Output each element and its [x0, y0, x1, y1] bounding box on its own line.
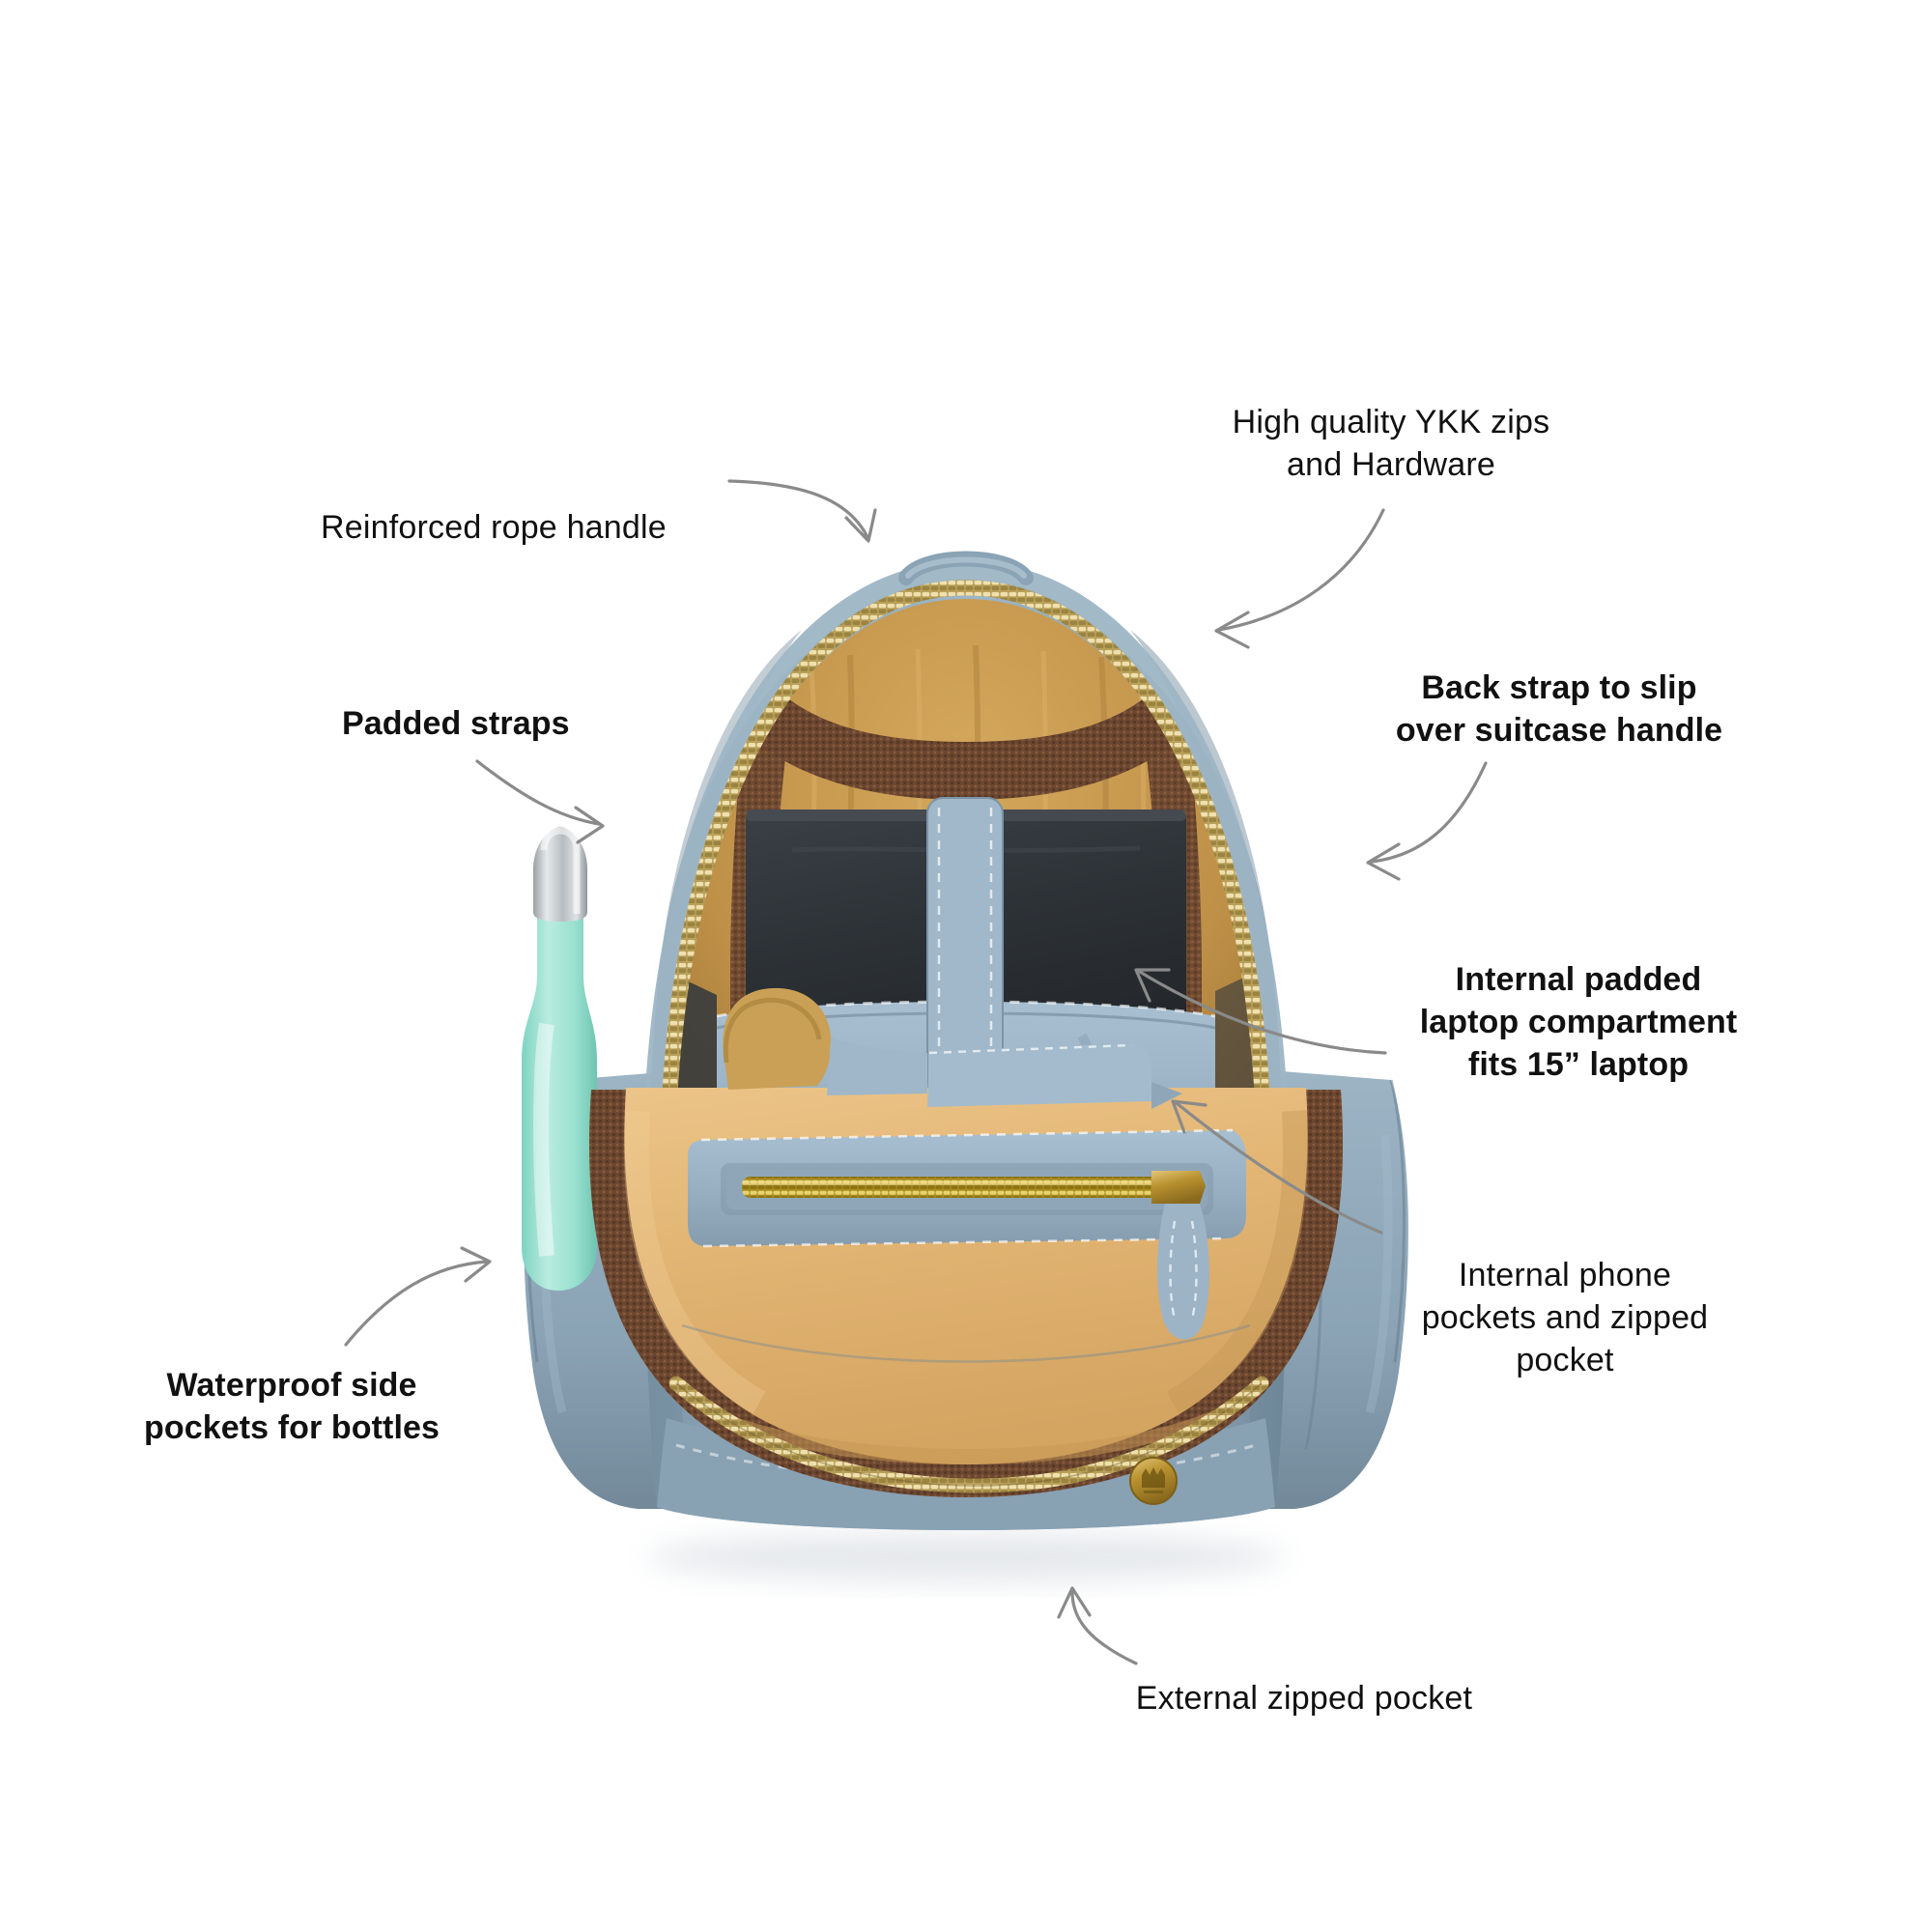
product-shadow — [647, 1532, 1285, 1582]
arrow-reinforced-rope-handle — [727, 479, 877, 543]
body-seam — [681, 1323, 1251, 1363]
brand-badge — [1129, 1457, 1178, 1505]
external-zip[interactable] — [668, 1376, 1269, 1493]
arrow-back-strap-suitcase-handle — [1366, 761, 1488, 881]
arrow-external-zipped-pocket — [1057, 1586, 1138, 1665]
stitching — [937, 808, 993, 1155]
stitching — [716, 1000, 1216, 1018]
stitching — [700, 1128, 1234, 1248]
zip-slider — [1151, 1171, 1206, 1204]
label-waterproof-side-pockets: Waterproof side pockets for bottles — [143, 1367, 440, 1447]
main-zipper[interactable] — [641, 560, 1291, 1224]
arrow-waterproof-side-pockets — [344, 1246, 492, 1347]
bottle-cap — [533, 827, 587, 922]
rope-handle[interactable] — [898, 551, 1034, 585]
label-high-quality-ykk-zips: High quality YKK zips and Hardware — [1232, 404, 1550, 484]
label-internal-padded-laptop-compartment: Internal padded laptop compartment fits … — [1419, 961, 1738, 1084]
internal-phone-pocket — [723, 987, 1182, 1109]
label-internal-phone-pockets: Internal phone pockets and zipped pocket — [1421, 1257, 1709, 1379]
flap-zip-pocket[interactable] — [688, 1128, 1246, 1340]
arrow-high-quality-ykk-zips — [1214, 508, 1385, 649]
zip-pull[interactable] — [1157, 1204, 1209, 1340]
label-reinforced-rope-handle: Reinforced rope handle — [321, 509, 667, 546]
stitching — [675, 1443, 1257, 1482]
arrow-internal-padded-laptop-compartment — [1134, 968, 1387, 1055]
water-bottle — [522, 827, 597, 1291]
arrow-padded-straps — [475, 759, 605, 844]
arrow-internal-phone-pockets — [1171, 1099, 1383, 1235]
label-external-zipped-pocket: External zipped pocket — [1135, 1680, 1473, 1717]
label-padded-straps: Padded straps — [342, 705, 570, 742]
label-back-strap-suitcase-handle: Back strap to slip over suitcase handle — [1395, 669, 1723, 750]
